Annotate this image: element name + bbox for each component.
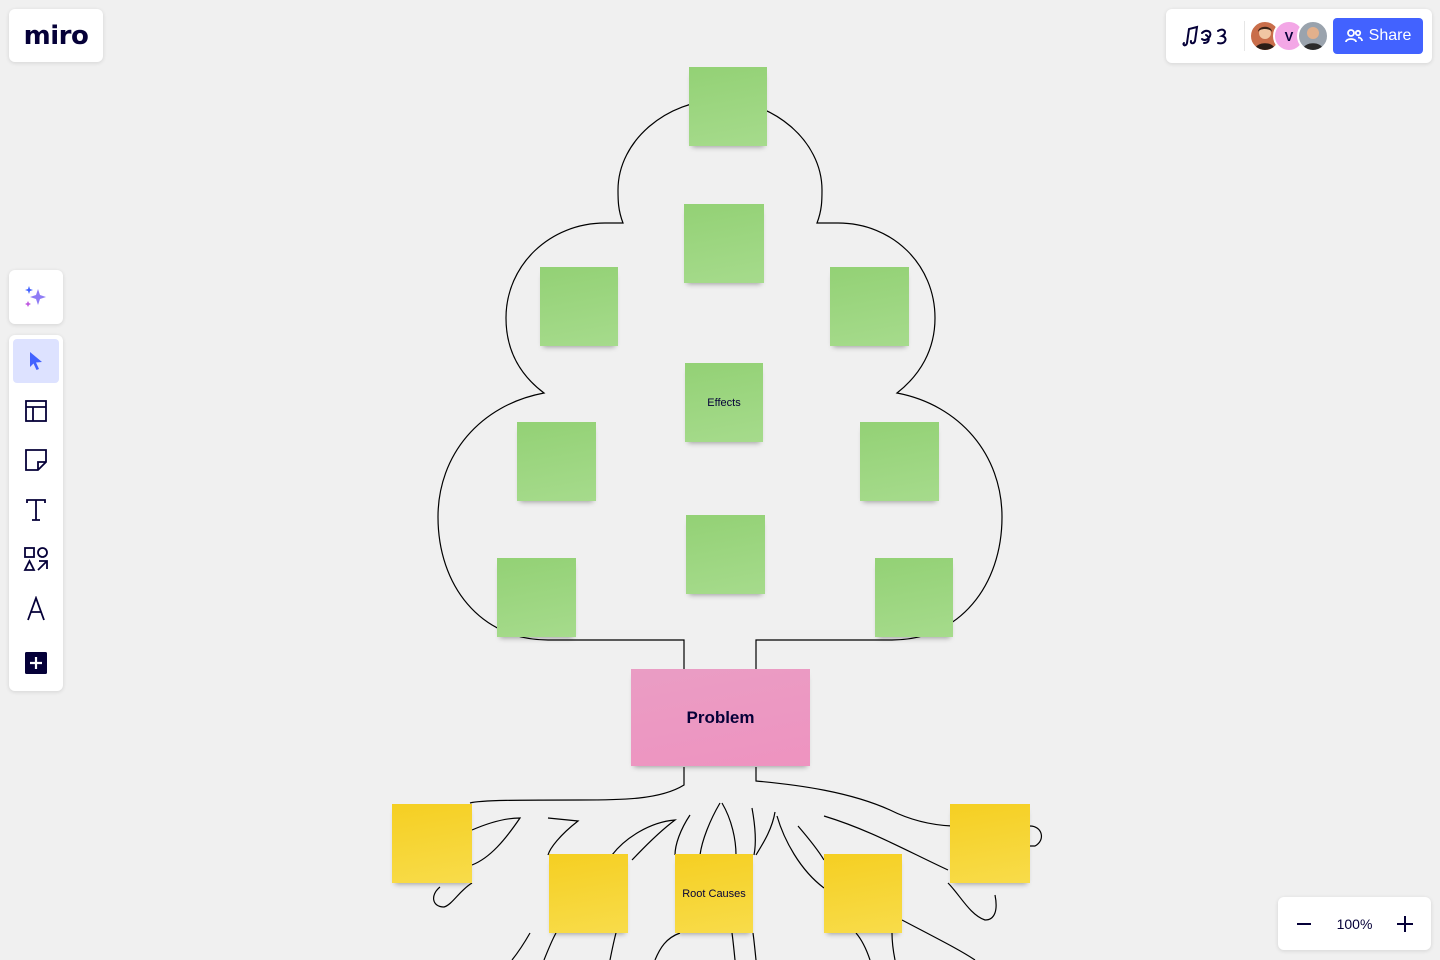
minus-icon [1297,922,1311,925]
zoom-controls: 100% [1278,897,1431,950]
pen-icon [27,596,45,621]
templates-icon [25,400,47,422]
plus-square-icon [25,652,47,674]
share-button[interactable]: Share [1333,18,1423,54]
effects-label: Effects [707,396,741,409]
reactions-icon[interactable] [1180,23,1232,49]
effect-sticky[interactable] [686,515,765,594]
text-icon [26,499,46,521]
users-icon [1344,29,1363,43]
pen-tool[interactable] [13,587,59,631]
problem-sticky[interactable]: Problem [631,669,810,766]
logo-panel[interactable]: miro [9,9,103,62]
effect-sticky[interactable] [875,558,953,637]
cause-sticky[interactable] [549,854,628,933]
effects-label-sticky[interactable]: Effects [685,363,763,442]
effect-sticky[interactable] [684,204,764,283]
select-tool[interactable] [13,339,59,383]
cause-sticky[interactable] [824,854,902,933]
cause-sticky[interactable] [392,804,472,883]
problem-label: Problem [686,707,755,727]
effect-sticky[interactable] [540,267,618,346]
effect-sticky[interactable] [689,67,767,146]
plus-icon [1397,915,1413,932]
effect-sticky[interactable] [830,267,909,346]
cause-sticky[interactable] [950,804,1030,883]
templates-tool[interactable] [13,389,59,433]
zoom-level[interactable]: 100% [1336,915,1373,932]
zoom-in-button[interactable] [1393,912,1417,936]
effect-sticky[interactable] [497,558,576,637]
root-causes-label: Root Causes [682,887,746,900]
collaboration-bar: V Share [1166,9,1432,63]
miro-logo: miro [23,20,89,51]
root-causes-label-sticky[interactable]: Root Causes [675,854,753,933]
divider [1244,21,1245,51]
text-tool[interactable] [13,488,59,532]
share-label: Share [1368,27,1412,44]
effect-sticky[interactable] [860,422,939,501]
more-tools[interactable] [13,641,59,685]
shapes-tool[interactable] [13,537,59,581]
collaborator-avatars[interactable]: V [1249,20,1329,52]
avatar-initial: V [1284,28,1294,44]
zoom-out-button[interactable] [1292,912,1316,936]
sparkle-icon [25,286,46,307]
cursor-icon [30,352,42,370]
sticky-note-icon [25,449,47,471]
avatar[interactable] [1297,20,1329,52]
ai-tool-panel[interactable] [9,270,63,324]
effect-sticky[interactable] [517,422,596,501]
toolbar [9,335,63,691]
sticky-note-tool[interactable] [13,438,59,482]
shapes-icon [23,547,48,571]
